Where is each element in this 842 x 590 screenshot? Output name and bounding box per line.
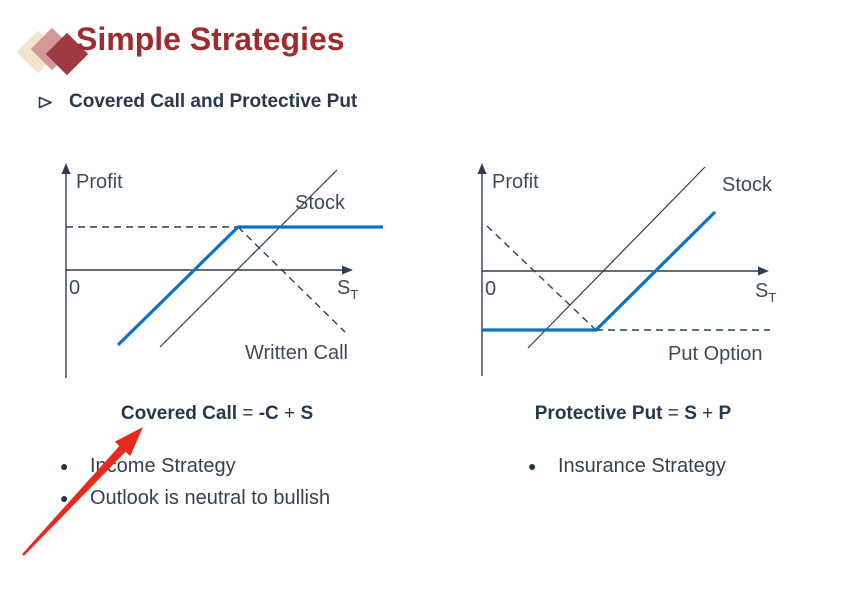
x-axis-label-main: S (337, 277, 351, 299)
formula-name: Covered Call (120, 403, 238, 424)
payoff-label: Written Call (245, 342, 348, 364)
written-call-declining-dashed-line (237, 226, 346, 333)
origin-label: 0 (69, 277, 81, 299)
covered-call-payoff-line (116, 225, 383, 347)
y-axis-label: Profit (76, 171, 123, 193)
formula-plus: + (284, 403, 296, 424)
chevron-right-outline-icon (38, 96, 52, 108)
formula-plus: + (702, 403, 714, 424)
protective-put-bullet-list: ● Insurance Strategy (528, 450, 726, 482)
y-axis-label: Profit (492, 171, 539, 193)
x-axis-label-sub: T (350, 287, 359, 302)
logo-diamonds-icon (8, 12, 89, 76)
filled-circle-icon: ● (528, 458, 537, 474)
x-axis-label-sub: T (768, 290, 777, 305)
origin-label: 0 (485, 278, 497, 300)
put-option-declining-dashed-line (486, 225, 597, 331)
formula-term2: S (300, 403, 314, 424)
stock-label: Stock (722, 174, 773, 196)
formula-term2: P (718, 403, 732, 424)
formula-equals: = (242, 403, 254, 424)
protective-put-payoff-line (482, 210, 717, 332)
covered-call-diagram: Profit Stock 0 ST Written Call (56, 160, 392, 385)
formula-name: Protective Put (534, 403, 663, 424)
formula-equals: = (667, 403, 679, 424)
filled-circle-icon: ● (60, 458, 69, 474)
covered-call-bullet-list: ● Income Strategy ● Outlook is neutral t… (60, 450, 330, 514)
formula-term1: S (684, 403, 697, 424)
page-title: Simple Strategies (76, 21, 345, 57)
protective-put-plot-lines (477, 163, 770, 376)
x-axis-label: ST (337, 277, 358, 302)
y-axis-arrowhead-icon (61, 163, 71, 174)
protective-put-diagram: Profit Stock 0 ST Put Option (472, 160, 784, 385)
protective-put-formula: Protective Put = S + P (480, 403, 786, 425)
list-item-label: Income Strategy (90, 454, 236, 477)
x-axis-label: ST (755, 280, 776, 305)
list-item: ● Income Strategy (60, 450, 330, 482)
section-heading-label: Covered Call and Protective Put (69, 91, 358, 112)
list-item: ● Outlook is neutral to bullish (60, 482, 330, 514)
payoff-label: Put Option (668, 343, 763, 365)
y-axis-arrowhead-icon (477, 163, 487, 174)
x-axis-label-main: S (755, 280, 769, 302)
stock-line (527, 166, 706, 349)
section-heading: Covered Call and Protective Put (38, 91, 357, 113)
x-axis-arrowhead-icon (758, 266, 769, 276)
filled-circle-icon: ● (60, 490, 69, 506)
stock-line (159, 169, 338, 348)
x-axis-arrowhead-icon (342, 265, 353, 275)
covered-call-formula: Covered Call = -C + S (52, 403, 382, 425)
list-item-label: Outlook is neutral to bullish (90, 486, 331, 509)
list-item: ● Insurance Strategy (528, 450, 726, 482)
stock-label: Stock (295, 192, 346, 214)
covered-call-plot-lines (61, 163, 383, 378)
list-item-label: Insurance Strategy (558, 454, 726, 477)
formula-term1: -C (258, 403, 279, 424)
